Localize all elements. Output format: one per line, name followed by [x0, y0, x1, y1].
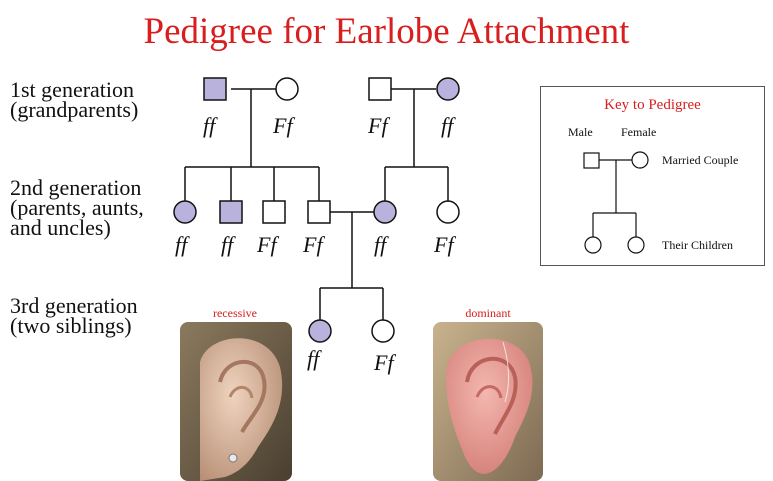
gen2-genotype-2: ff — [221, 232, 236, 257]
gen1-genotype-2: Ff — [272, 113, 295, 138]
gen3-genotype-1: ff — [307, 346, 322, 371]
recessive-caption: recessive — [180, 306, 290, 321]
key-female-symbol — [632, 152, 648, 168]
key-married-label: Married Couple — [662, 153, 738, 168]
gen2-male-unaffected-symbol-2 — [308, 201, 330, 223]
gen1-genotype-3: Ff — [367, 113, 390, 138]
gen3-genotype-2: Ff — [373, 350, 396, 375]
gen1-male-unaffected-symbol — [369, 78, 391, 100]
key-child-symbol-1 — [585, 237, 601, 253]
gen2-genotype-5: ff — [374, 232, 389, 257]
gen1-female-affected-symbol — [437, 78, 459, 100]
gen1-genotype-4: ff — [441, 113, 456, 138]
gen1-male-affected-symbol — [204, 78, 226, 100]
key-child-symbol-2 — [628, 237, 644, 253]
gen2-genotype-4: Ff — [302, 232, 325, 257]
key-male-symbol — [584, 153, 599, 168]
gen1-genotype-1: ff — [203, 113, 218, 138]
gen3-female-affected-symbol — [309, 320, 331, 342]
gen1-female-unaffected-symbol — [276, 78, 298, 100]
dominant-ear-photo — [433, 322, 543, 481]
gen2-female-unaffected-symbol — [437, 201, 459, 223]
attached-earlobe-image — [180, 322, 292, 481]
gen2-genotype-6: Ff — [433, 232, 456, 257]
gen2-female-affected-symbol-2 — [374, 201, 396, 223]
gen2-male-affected-symbol — [220, 201, 242, 223]
gen2-genotype-1: ff — [175, 232, 190, 257]
dominant-caption: dominant — [433, 306, 543, 321]
gen2-genotype-3: Ff — [256, 232, 279, 257]
free-earlobe-image — [433, 322, 543, 481]
key-children-label: Their Children — [662, 238, 733, 253]
recessive-ear-photo — [180, 322, 292, 481]
pedigree-key: Key to Pedigree Male Female Married Coup… — [540, 86, 765, 266]
gen3-female-unaffected-symbol — [372, 320, 394, 342]
gen2-female-affected-symbol — [174, 201, 196, 223]
gen2-male-unaffected-symbol-1 — [263, 201, 285, 223]
